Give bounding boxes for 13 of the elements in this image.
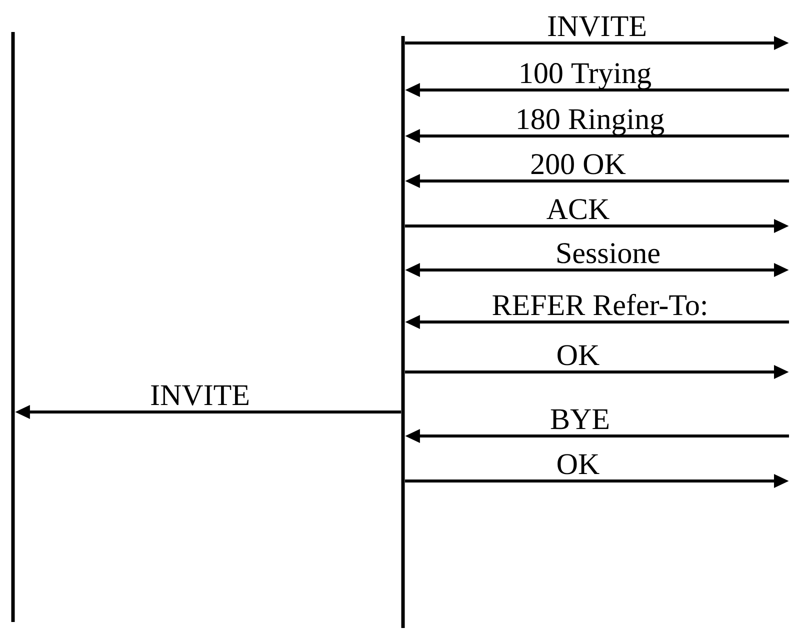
message-label: 100 Trying — [521, 63, 651, 90]
message-label: BYE — [550, 409, 608, 430]
lifeline — [401, 36, 405, 628]
message-label: ACK — [546, 199, 610, 220]
message-label: Sessione — [558, 243, 660, 264]
message-label: 200 OK — [531, 154, 626, 174]
message-label: OK — [558, 454, 600, 474]
message-label: 180 Ringing — [518, 109, 664, 136]
message-label: REFER Refer-To: — [492, 294, 706, 316]
lifeline — [11, 32, 15, 622]
message-label: INVITE — [151, 385, 248, 406]
message-label: INVITE — [548, 16, 646, 36]
message-label: OK — [558, 345, 600, 366]
